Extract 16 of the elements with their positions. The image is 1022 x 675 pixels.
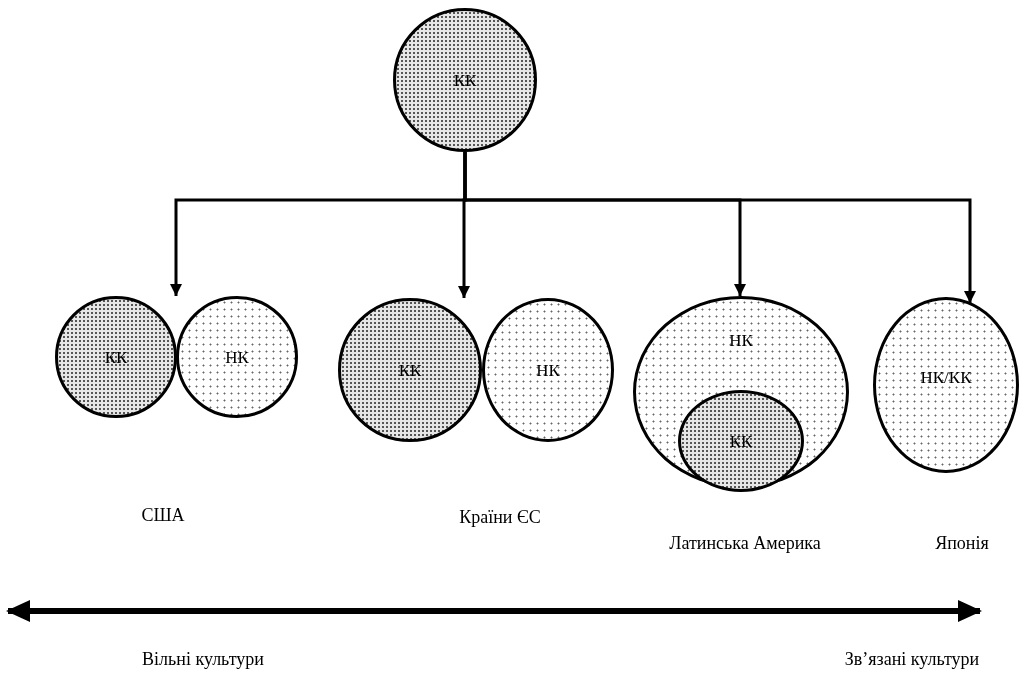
circle-label: НК xyxy=(225,348,249,366)
region-label: Японія xyxy=(935,534,989,554)
axis-end-label: Зв’язані культури xyxy=(844,650,980,670)
circle-label: КК xyxy=(104,348,128,366)
circle-label: КК xyxy=(729,432,753,450)
circle-label: НК/КК xyxy=(920,368,972,385)
region-label: Країни ЄС xyxy=(459,508,541,528)
region-label: Латинська Америка xyxy=(669,534,821,554)
region-label: США xyxy=(141,506,185,526)
circle-label: НК xyxy=(536,361,560,379)
circle-label: КК xyxy=(398,361,422,379)
arrow xyxy=(463,152,976,303)
circle-label: КК xyxy=(453,71,477,89)
circle-label: НК xyxy=(729,331,753,349)
axis-end-label: Вільні культури xyxy=(142,650,264,670)
circle xyxy=(678,390,804,492)
